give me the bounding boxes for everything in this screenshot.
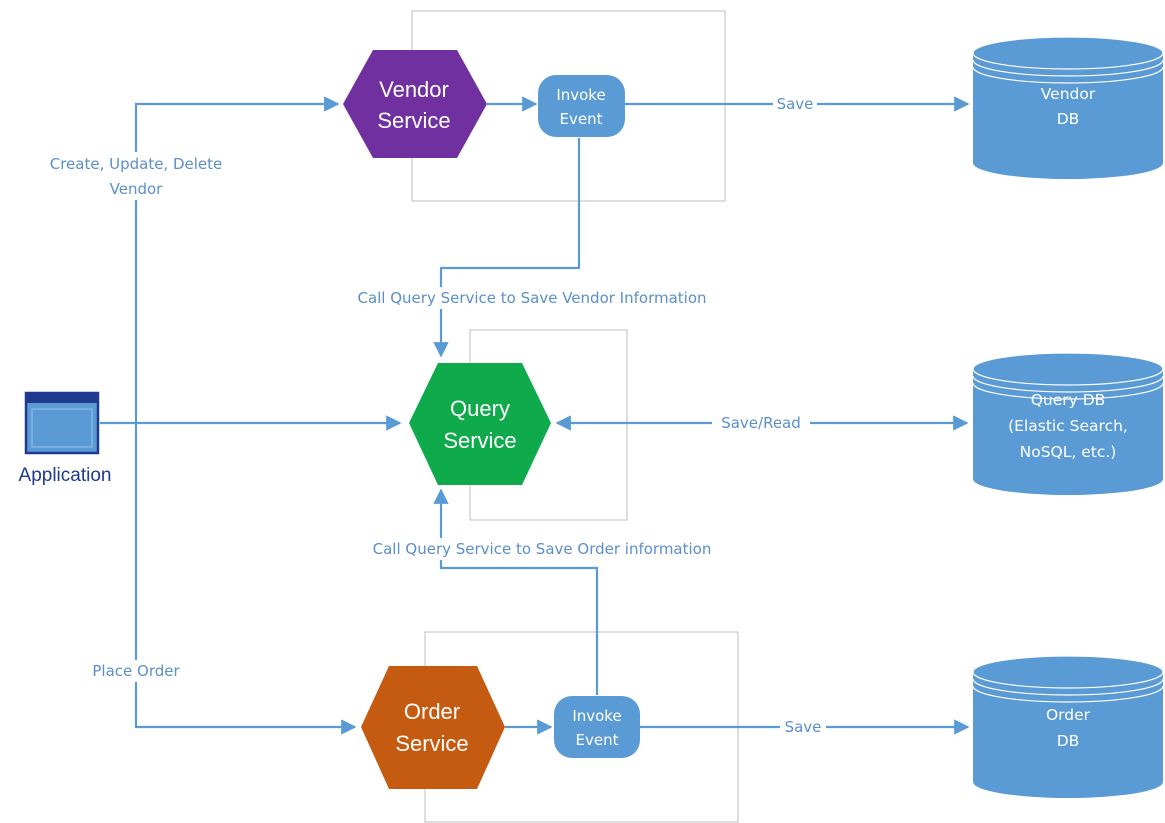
order-service-hexagon: [361, 666, 505, 789]
vendor-db-label-line2: DB: [1057, 110, 1080, 128]
vendor-service-label-line2: Service: [377, 108, 450, 133]
order-branch-line: [134, 423, 357, 735]
query-service-label-line2: Service: [443, 428, 516, 453]
vendor-service-hexagon: [343, 50, 487, 158]
vendor-db-label-line1: Vendor: [1041, 85, 1096, 103]
query-db-label-line3: NoSQL, etc.): [1020, 443, 1117, 461]
order-service-label-line1: Order: [404, 699, 460, 724]
vendor-invoke-event-node: Invoke Event: [538, 75, 625, 137]
vendor-save-label: Save: [777, 95, 814, 113]
vendor-event-label-line1: Invoke: [556, 86, 605, 104]
query-service-label-line1: Query: [450, 396, 510, 421]
order-invoke-event-node: Invoke Event: [554, 696, 640, 758]
crud-label-line2: Vendor: [110, 180, 164, 198]
order-save-label: Save: [785, 718, 822, 736]
vendor-db-cylinder: Vendor DB: [972, 36, 1164, 179]
order-db-label-line1: Order: [1046, 706, 1091, 724]
query-db-label-line1: Query DB: [1031, 391, 1106, 409]
application-window-icon: [24, 391, 100, 455]
save-read-label: Save/Read: [721, 414, 801, 432]
place-order-label: Place Order: [92, 662, 180, 680]
crud-label-line1: Create, Update, Delete: [50, 155, 223, 173]
order-service-node: Order Service: [361, 666, 505, 789]
order-db-cylinder: Order DB: [972, 655, 1164, 798]
vendor-branch-line: [134, 96, 340, 423]
order-event-to-query-line: [433, 488, 599, 695]
order-event-label-line2: Event: [576, 731, 619, 749]
vendor-event-label-line2: Event: [560, 110, 603, 128]
query-db-cylinder: Query DB (Elastic Search, NoSQL, etc.): [972, 352, 1164, 495]
order-db-label-line2: DB: [1057, 732, 1080, 750]
call-vendor-label: Call Query Service to Save Vendor Inform…: [357, 289, 706, 307]
query-db-label-line2: (Elastic Search,: [1008, 417, 1128, 435]
call-order-label: Call Query Service to Save Order informa…: [373, 540, 712, 558]
order-service-label-line2: Service: [395, 731, 468, 756]
vendor-event-to-query-line: [433, 138, 581, 358]
vendor-service-node: Vendor Service: [343, 50, 487, 158]
vendor-service-label-line1: Vendor: [379, 77, 449, 102]
query-service-node: Query Service: [409, 363, 551, 485]
application-label: Application: [19, 465, 112, 486]
query-service-hexagon: [409, 363, 551, 485]
order-event-label-line1: Invoke: [572, 707, 621, 725]
